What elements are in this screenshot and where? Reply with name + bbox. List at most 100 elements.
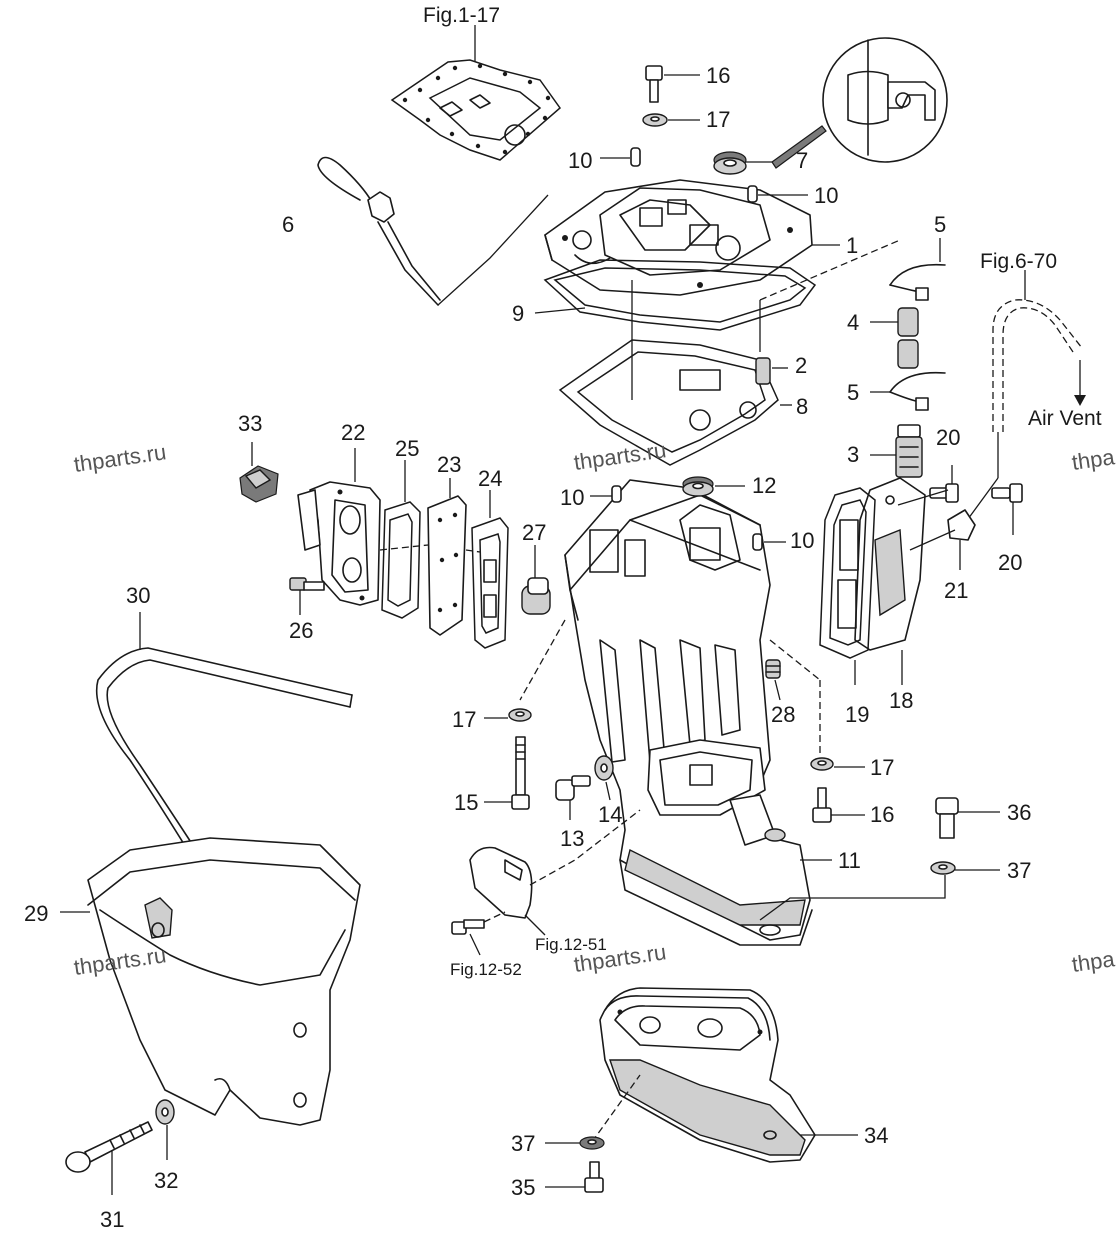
callout-25: 25 [395, 436, 419, 461]
callout-20-a: 20 [936, 425, 960, 450]
callout-18: 18 [889, 688, 913, 713]
callout-2: 2 [795, 353, 807, 378]
callout-17-b: 17 [452, 707, 476, 732]
washer-17-left [484, 708, 532, 722]
callout-13: 13 [560, 826, 584, 851]
callout-6: 6 [282, 212, 294, 237]
plate-23 [427, 478, 467, 636]
clip-5-lower [870, 371, 946, 411]
callout-17-a: 17 [706, 107, 730, 132]
dowel-pin-mid-right [752, 533, 786, 551]
callout-8: 8 [796, 394, 808, 419]
callout-10-a: 10 [568, 148, 592, 173]
callout-3: 3 [847, 442, 859, 467]
gasket-24 [471, 490, 509, 649]
cap-27 [521, 545, 551, 615]
reference-labels: Fig.1-17 Fig.6-70 Air Vent Fig.12-51 Fig… [423, 4, 1102, 979]
dowel-pin-top-left [600, 147, 641, 167]
callout-36: 36 [1007, 800, 1031, 825]
callout-21: 21 [944, 578, 968, 603]
cover-plate-22 [297, 448, 381, 606]
watermark-5: thpa [1070, 444, 1117, 475]
callout-23: 23 [437, 452, 461, 477]
callout-16-b: 16 [870, 802, 894, 827]
callout-15: 15 [454, 790, 478, 815]
clip-5-upper [889, 238, 946, 301]
callout-12: 12 [752, 473, 776, 498]
callout-4: 4 [847, 310, 859, 335]
callout-37-b: 37 [511, 1131, 535, 1156]
air-vent-hose [959, 270, 1086, 531]
oil-seal-12 [682, 476, 745, 497]
callout-35: 35 [511, 1175, 535, 1200]
bolt-16-lower [812, 787, 865, 823]
bolt-20-upper [929, 465, 959, 503]
callout-32: 32 [154, 1168, 178, 1193]
ref-air-vent: Air Vent [1028, 407, 1102, 430]
knob-33 [239, 442, 279, 503]
small-cover-fig-12-51 [469, 809, 641, 936]
bolt-fig-12-52 [451, 911, 506, 956]
detail-inset-circle [745, 37, 948, 169]
callout-37-a: 37 [1007, 858, 1031, 883]
callout-28: 28 [771, 702, 795, 727]
ref-fig-1-17: Fig.1-17 [423, 4, 500, 27]
bolt-36 [935, 797, 1000, 839]
callout-14: 14 [598, 802, 622, 827]
oil-seal-7 [713, 151, 747, 175]
bolt-35 [545, 1161, 604, 1193]
washer-32 [155, 1099, 175, 1160]
callout-24: 24 [478, 466, 502, 491]
grommet-2 [755, 357, 788, 385]
bolt-13 [555, 775, 591, 820]
fitting-26 [289, 577, 325, 615]
gasket-19 [819, 487, 876, 685]
callout-7: 7 [796, 148, 808, 173]
dipstick [317, 156, 549, 306]
washer-17-right [810, 757, 865, 771]
hose-4 [870, 307, 919, 369]
callout-1: 1 [846, 233, 858, 258]
callout-33: 33 [238, 411, 262, 436]
callout-17-c: 17 [870, 755, 894, 780]
seal-ring [534, 259, 817, 331]
callout-19: 19 [845, 702, 869, 727]
gasket-under-cover [558, 280, 792, 466]
bolt-16-top [645, 65, 700, 103]
watermark-6: thpa [1070, 946, 1117, 977]
gasket-fig-1-17 [390, 25, 562, 161]
callout-20-b: 20 [998, 550, 1022, 575]
main-housing [519, 479, 832, 946]
bolt-15 [484, 736, 530, 810]
callout-10-d: 10 [790, 528, 814, 553]
callout-10-c: 10 [560, 485, 584, 510]
washer-37-right [759, 861, 1000, 921]
washer-37-bottom [545, 1136, 605, 1150]
top-cover [544, 179, 840, 296]
bolt-20-lower [991, 483, 1023, 535]
callout-9: 9 [512, 301, 524, 326]
callout-5-upper: 5 [934, 212, 946, 237]
callout-34: 34 [864, 1123, 888, 1148]
dowel-pin-mid-left [590, 485, 622, 503]
callout-30: 30 [126, 583, 150, 608]
gasket-25 [381, 460, 421, 619]
dowel-pin-top-right [747, 185, 808, 203]
washer-14 [594, 755, 614, 801]
watermark-2: thparts.ru [572, 437, 668, 475]
ref-fig-12-52: Fig.12-52 [450, 960, 522, 979]
callout-labels: 1 2 3 4 5 5 6 7 8 9 10 10 10 10 11 12 13… [24, 63, 1031, 1232]
ref-fig-6-70: Fig.6-70 [980, 250, 1057, 273]
callout-16-a: 16 [706, 63, 730, 88]
callout-31: 31 [100, 1207, 124, 1232]
filter-3 [870, 424, 923, 478]
ref-fig-12-51: Fig.12-51 [535, 935, 607, 954]
callout-10-b: 10 [814, 183, 838, 208]
extension-case-34 [591, 987, 858, 1163]
bracket-21 [947, 509, 976, 570]
plug-28 [765, 659, 781, 701]
apron-29 [60, 837, 361, 1126]
callout-26: 26 [289, 618, 313, 643]
bolt-31 [65, 1121, 153, 1195]
